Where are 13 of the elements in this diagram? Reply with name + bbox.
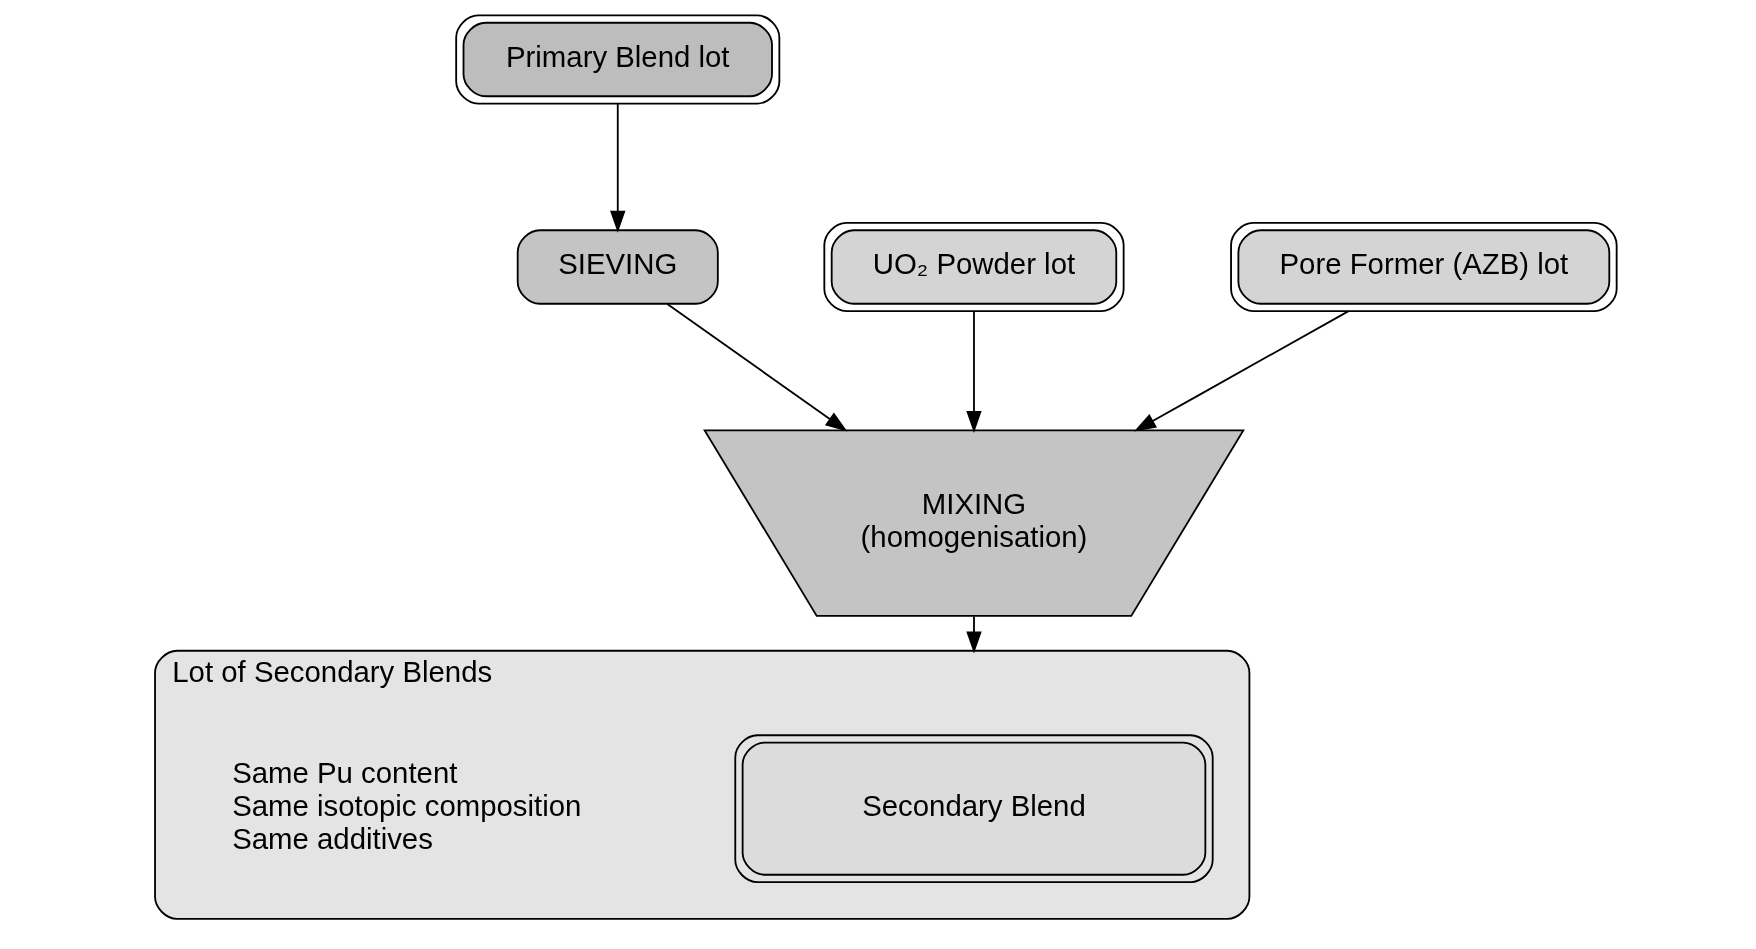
- node-box: Pore Former (AZB) lot: [1229, 222, 1618, 312]
- arrow: [965, 310, 982, 433]
- arrow: [665, 303, 847, 432]
- node-box: Primary Blend lot: [454, 14, 780, 105]
- label: Same Pu content: [231, 755, 457, 789]
- arrow: [1133, 310, 1349, 432]
- node-box: Secondary Blend: [733, 734, 1214, 884]
- node-box: SIEVING: [516, 229, 719, 305]
- label: Same isotopic composition: [231, 788, 581, 822]
- arrow: [609, 103, 625, 233]
- node-box: UO₂ Powder lot: [822, 222, 1125, 312]
- label: Same additives: [231, 821, 433, 855]
- arrow: [965, 615, 982, 654]
